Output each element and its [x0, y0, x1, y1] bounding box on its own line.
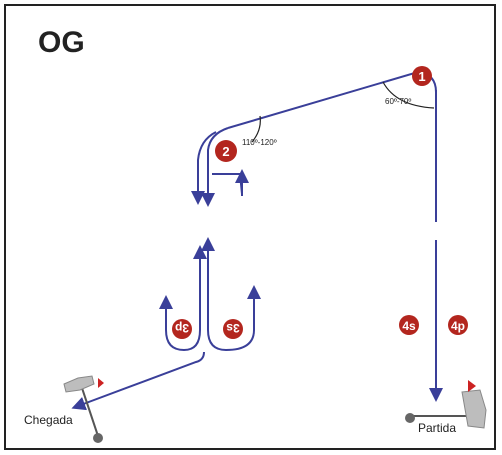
mark-2 — [215, 140, 237, 162]
angle-mark2: 110º-120º — [242, 138, 277, 147]
mark2-reentry-track — [212, 173, 243, 195]
mark-4p — [448, 315, 468, 335]
title: OG — [38, 26, 85, 59]
start-pin-buoy — [405, 413, 415, 423]
finish-label: Chegada — [24, 413, 73, 427]
finish-boat — [63, 375, 95, 393]
start-label: Partida — [418, 421, 456, 435]
mark-4p-label: 4p — [451, 319, 465, 333]
gate-label-left: 3p — [175, 321, 189, 335]
committee-boat — [461, 389, 487, 429]
angle-arc-mark1 — [382, 81, 435, 109]
gate-label-right: 3s — [226, 321, 240, 335]
run-to-finish — [71, 351, 205, 411]
finish-flag-icon — [98, 378, 104, 388]
reach-to-mark2 — [201, 127, 229, 207]
gate-mark-left — [172, 319, 192, 339]
mark-4s — [399, 315, 419, 335]
gate-mark-right — [223, 319, 243, 339]
angle-mark1: 60º-70º — [385, 97, 411, 106]
gate-left-rounding — [159, 270, 201, 352]
mark-2-label: 2 — [222, 144, 229, 159]
finish-pin-buoy — [93, 433, 103, 443]
gate-right-rounding — [207, 262, 261, 352]
start-flag-icon — [468, 380, 476, 392]
mark-1-label: 1 — [418, 69, 425, 84]
mark2-outer-track — [191, 131, 217, 205]
finish-line — [81, 387, 99, 437]
mark-4s-label: 4s — [402, 319, 416, 333]
mark-1 — [412, 66, 432, 86]
angle-arc-mark2 — [251, 115, 261, 143]
